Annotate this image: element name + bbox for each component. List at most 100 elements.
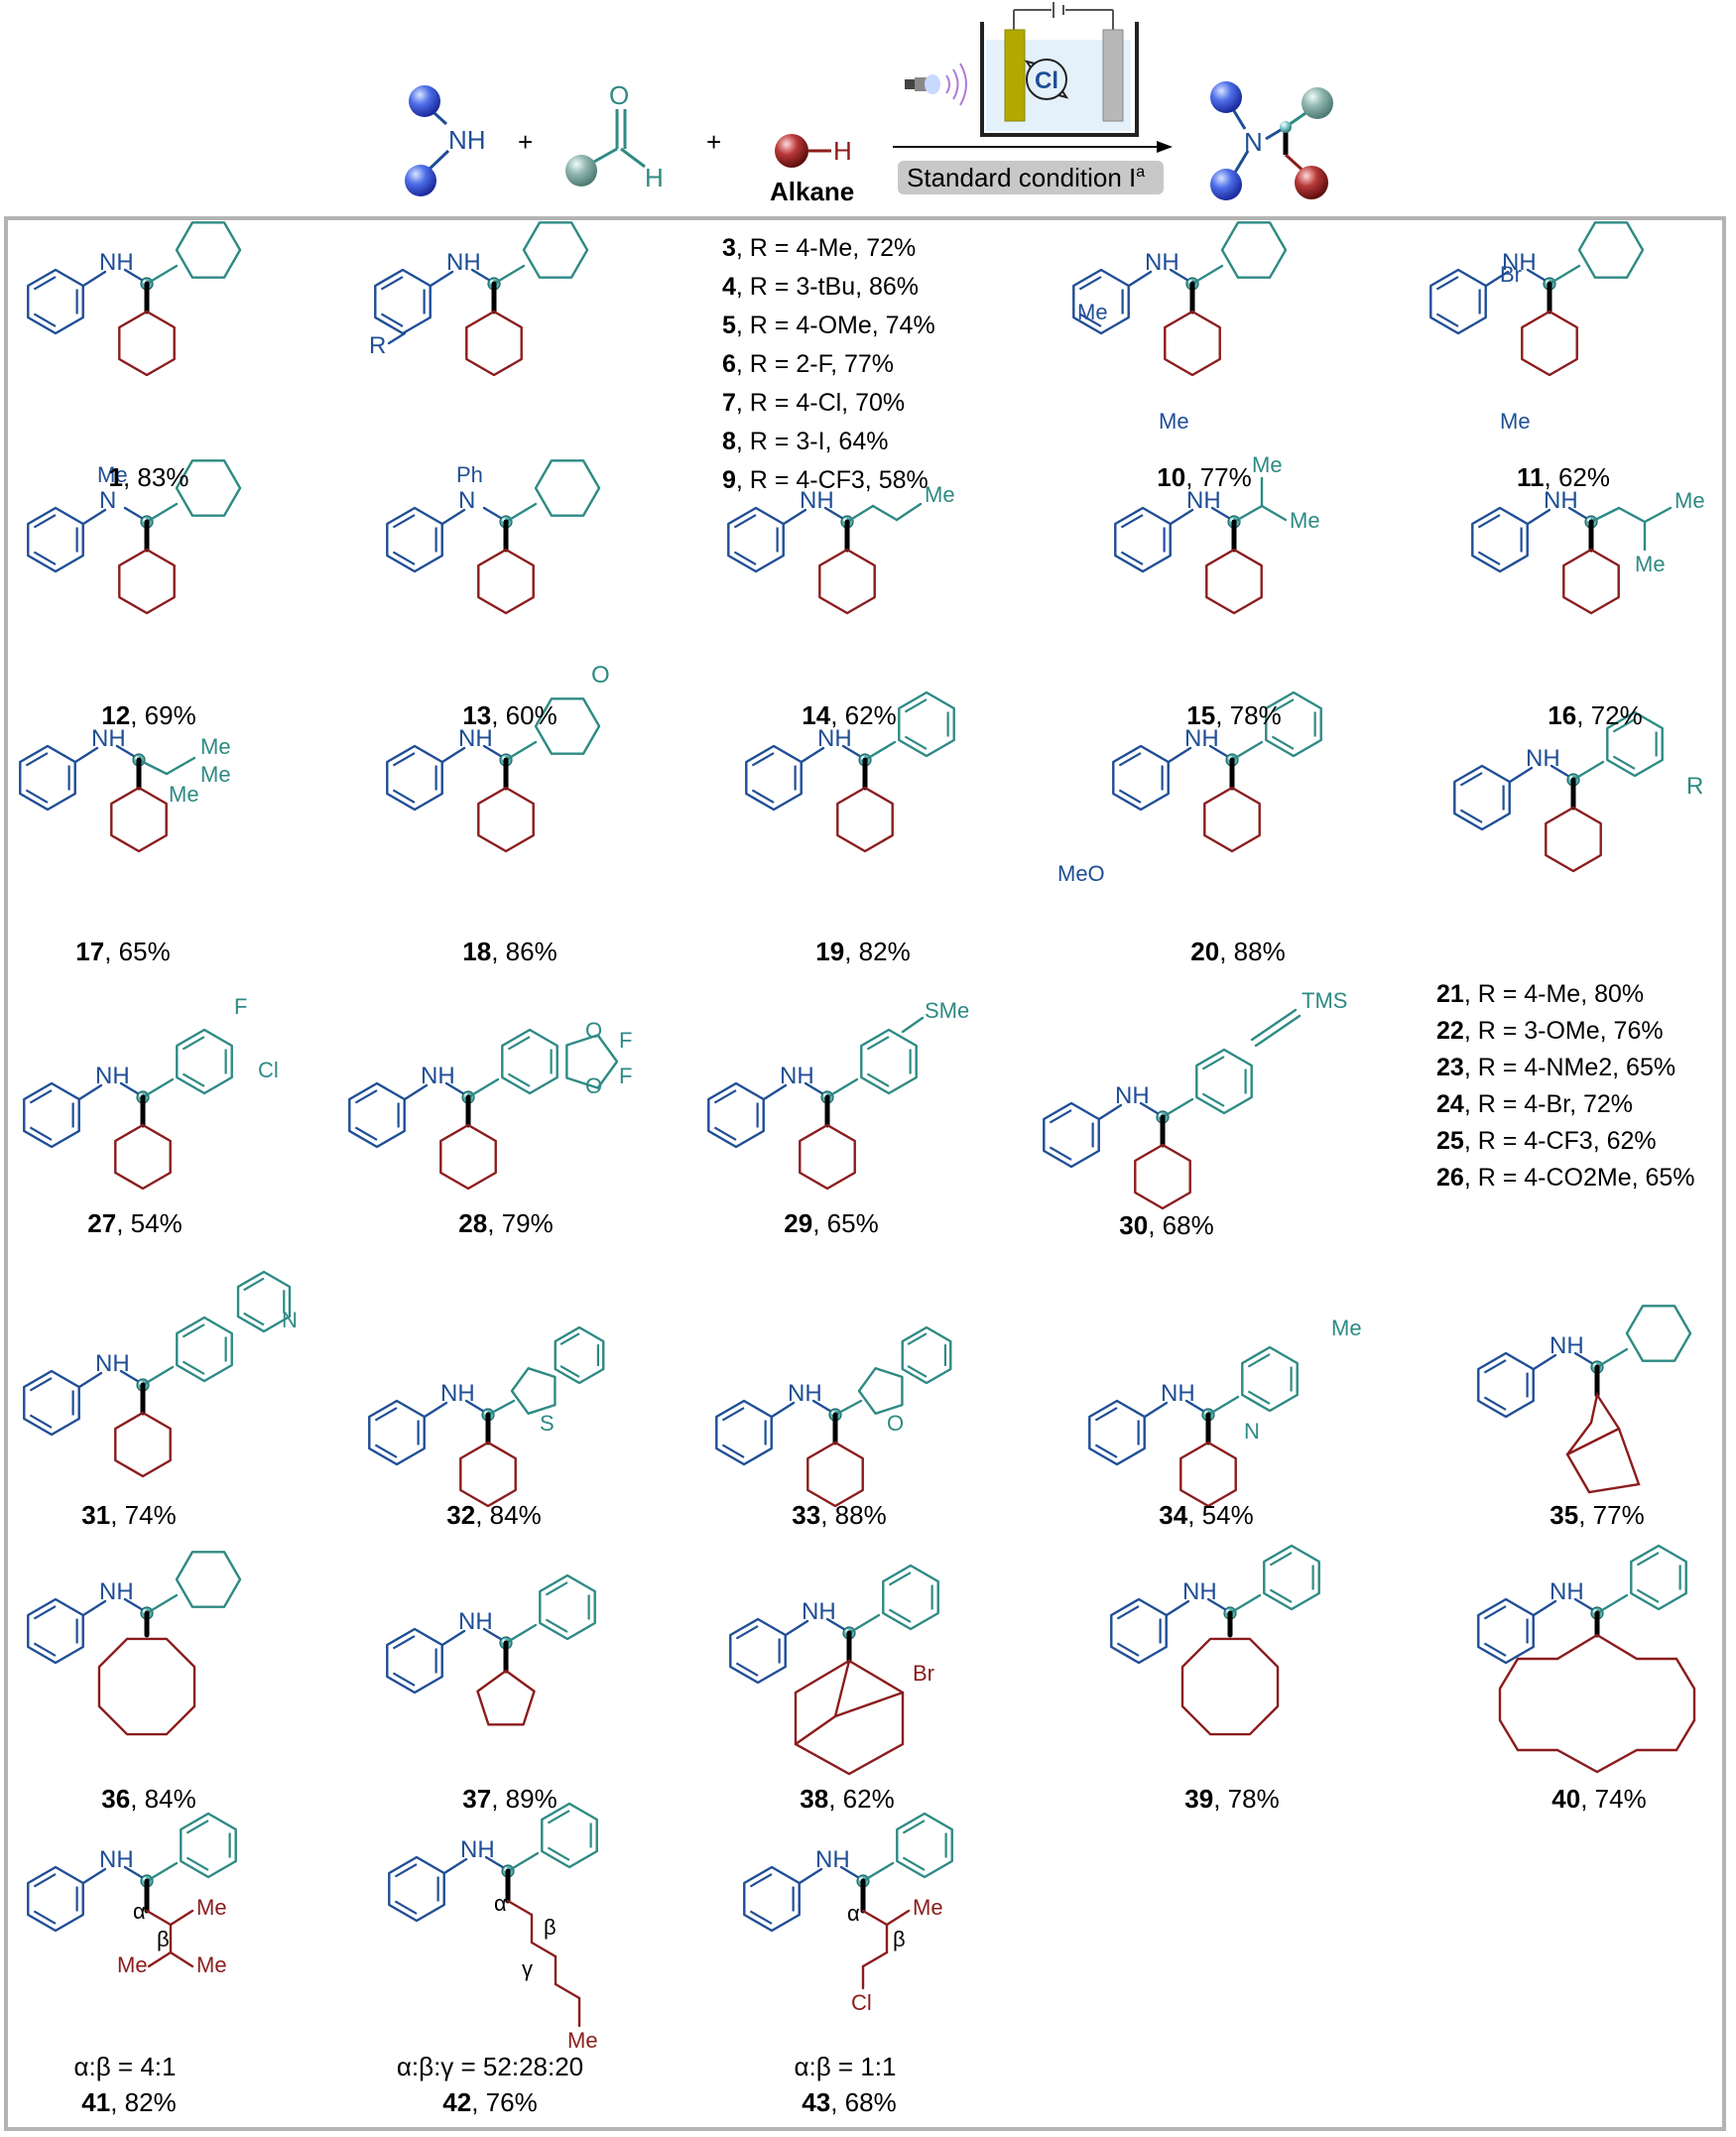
compound-caption: 40, 74% <box>1551 1784 1646 1814</box>
compound-caption: 36, 84% <box>101 1784 195 1814</box>
methyl-label: Me <box>200 762 231 787</box>
regio-ratio: α:β:γ = 52:28:20 <box>397 2052 583 2081</box>
compound-number: 38 <box>800 1784 828 1814</box>
compound-yield: , 54% <box>1187 1500 1254 1530</box>
r-variant-entry: 21, R = 4-Me, 80% <box>1436 980 1644 1008</box>
cyclohexyl-ring-teal <box>175 459 242 517</box>
phenyl-ring-teal <box>180 1812 237 1879</box>
cyclohexyl-ring <box>1179 1441 1237 1508</box>
r-variant-entry: 23, R = 4-NMe2, 65% <box>1436 1054 1675 1081</box>
aniline-ring <box>374 268 432 335</box>
product-sphere-red <box>1295 166 1328 199</box>
methyl-label: Me <box>913 1895 943 1920</box>
aniline-ring <box>1429 268 1487 335</box>
r-variant-entry: 9, R = 4-CF3, 58% <box>722 466 929 494</box>
phenyl-ring-teal <box>860 1028 918 1095</box>
compound-number: 18 <box>462 937 491 966</box>
alkane-title: Alkane <box>770 177 854 206</box>
chlorine-catalyst-label: Cl <box>1035 67 1058 94</box>
phenyl-ring-teal <box>501 1028 558 1095</box>
compound-caption: 27, 54% <box>87 1208 182 1238</box>
norbornyl-ring <box>1565 1391 1641 1494</box>
methyl-label: Me <box>925 482 955 507</box>
alpha-label: α <box>847 1901 860 1926</box>
cyclohexyl-ring <box>114 1411 172 1478</box>
fluoro-label: F <box>619 1064 632 1088</box>
compound-caption: 18, 86% <box>462 937 557 966</box>
aniline-ring <box>743 1865 801 1933</box>
compound-yield: , 88% <box>820 1500 887 1530</box>
r-variant-entry: 5, R = 4-OMe, 74% <box>722 312 935 339</box>
reaction-arrow-head <box>1157 141 1173 153</box>
aniline-ring <box>729 1617 787 1685</box>
compound-yield: , 77% <box>1578 1500 1645 1530</box>
aldehyde-h-label: H <box>645 163 664 192</box>
compound-caption: 12, 69% <box>101 700 195 730</box>
compound-caption: 16, 72% <box>1548 700 1642 730</box>
cyclopentyl-ring <box>476 1669 536 1726</box>
compound-number: 14 <box>802 700 830 730</box>
secondary-amine-reactant: NH <box>405 85 486 196</box>
compound-caption: 38, 62% <box>800 1784 894 1814</box>
aniline-ring <box>27 506 84 573</box>
cyclohexyl-ring <box>110 786 168 853</box>
compound-caption: 42, 76% <box>442 2087 537 2117</box>
compound-yield: , 88% <box>1219 937 1286 966</box>
aniline-ring <box>386 1627 443 1695</box>
aniline-ring <box>386 506 443 573</box>
compound-caption: 41, 82% <box>81 2087 176 2117</box>
aniline-ring <box>19 744 76 812</box>
gamma-label: γ <box>522 1956 533 1981</box>
phenyl-ring-teal <box>1263 1544 1320 1611</box>
product-sphere-blue-1 <box>1210 81 1242 113</box>
compound-number: 43 <box>802 2087 830 2117</box>
r-variant-entry: 4, R = 3-tBu, 86% <box>722 273 919 301</box>
compound-number: 20 <box>1190 937 1219 966</box>
compound-number: 27 <box>87 1208 116 1238</box>
aniline-ring <box>745 744 803 812</box>
phenyl-ring-teal <box>1265 691 1322 758</box>
methyl-label: Me <box>1290 508 1320 533</box>
cyclohexyl-ring <box>1203 786 1261 853</box>
alpha-label: α <box>494 1891 507 1916</box>
thiomethyl-label: SMe <box>925 998 969 1023</box>
cyclohexyl-ring <box>118 548 176 615</box>
alkane-h-label: H <box>833 136 852 166</box>
compound-number: 41 <box>81 2087 110 2117</box>
cyclohexyl-ring-teal <box>534 459 601 517</box>
aniline-ring <box>27 268 84 335</box>
compound-yield: , 65% <box>104 937 171 966</box>
compound-caption: 29, 65% <box>784 1208 878 1238</box>
compound-caption: 31, 74% <box>81 1500 176 1530</box>
amine-nh-label: NH <box>448 125 486 155</box>
r-variant-entry: 22, R = 3-OMe, 76% <box>1436 1017 1664 1045</box>
aniline-ring <box>727 506 785 573</box>
r-variant-entry: 6, R = 2-F, 77% <box>722 350 894 378</box>
compound-caption: 19, 82% <box>815 937 910 966</box>
cyclohexyl-ring <box>806 1441 864 1508</box>
methyl-label: Me <box>169 782 199 807</box>
methyl-label: Me <box>1500 409 1531 434</box>
phenyl-ring-teal <box>882 1564 939 1631</box>
cyclododecyl-ring <box>1498 1633 1696 1774</box>
amine-nh-label: N <box>458 487 475 514</box>
tetrahydropyran-ring <box>534 697 601 755</box>
cyclohexyl-ring <box>439 1123 497 1191</box>
phenyl-ring-teal <box>539 1573 596 1641</box>
fluoro-label: F <box>619 1028 632 1053</box>
regio-ratio: α:β = 4:1 <box>74 2052 177 2081</box>
cyclohexyl-ring-teal <box>1625 1305 1692 1362</box>
pyridine-ring <box>1241 1345 1299 1413</box>
compound-caption: 11, 62% <box>1517 462 1610 492</box>
methyl-label: Me <box>1077 300 1108 324</box>
compound-caption: 28, 79% <box>458 1208 553 1238</box>
reaction-scheme: NH + O H + H Alkane <box>405 2 1333 206</box>
compound-caption: 39, 78% <box>1184 1784 1279 1814</box>
phenyl-ring-teal <box>176 1316 233 1383</box>
aniline-ring <box>1453 764 1511 831</box>
compound-number: 39 <box>1184 1784 1213 1814</box>
compound-number: 12 <box>101 700 130 730</box>
chloro-label: Cl <box>851 1990 872 2015</box>
compound-yield: , 74% <box>1580 1784 1647 1814</box>
